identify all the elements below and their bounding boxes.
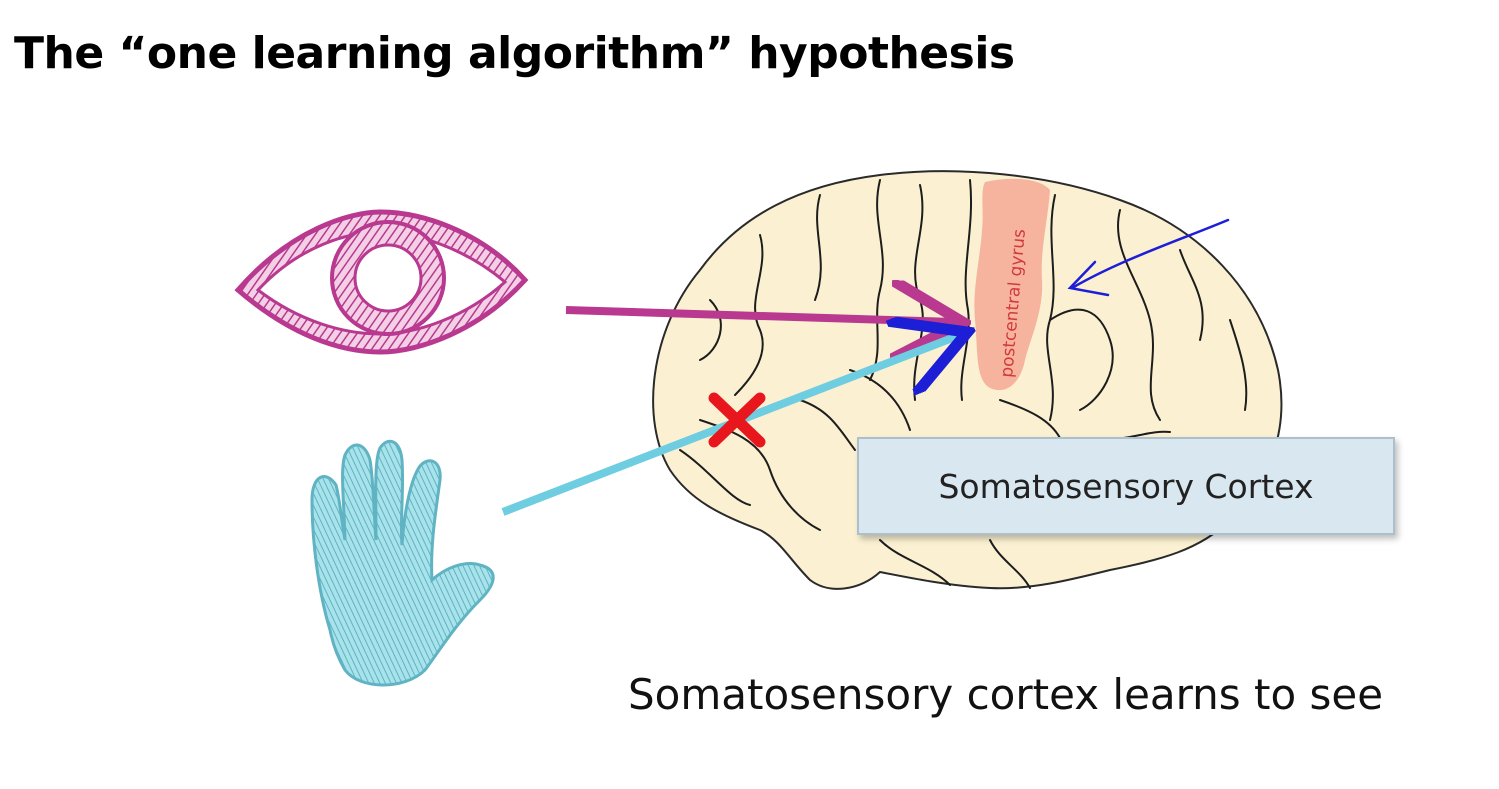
- slide-title: The “one learning algorithm” hypothesis: [14, 28, 1015, 79]
- pointer-arrow: [1067, 218, 1230, 297]
- eye-icon: [234, 209, 529, 355]
- hand-icon: [310, 439, 495, 687]
- cortex-box-label: Somatosensory Cortex: [938, 466, 1314, 506]
- slide-caption: Somatosensory cortex learns to see: [628, 670, 1384, 719]
- gyrus-highlight: [974, 178, 1050, 391]
- cross-mark-icon: [708, 392, 766, 448]
- somatosensory-cortex-box: Somatosensory Cortex: [857, 437, 1395, 535]
